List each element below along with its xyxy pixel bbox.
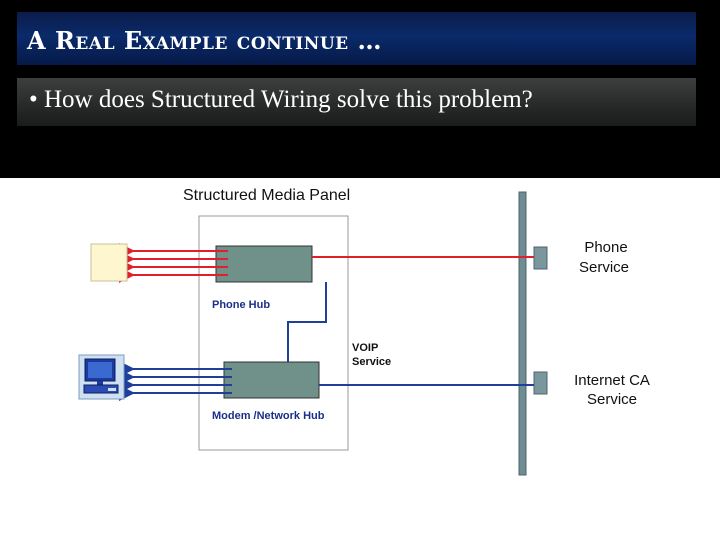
panel-label: Structured Media Panel [183,187,350,204]
bullet-bar: • How does Structured Wiring solve this … [17,78,696,126]
phone-connector [533,246,548,270]
voip-label-1: VOIP [352,342,378,354]
internet-service-label-1: Internet CA [574,372,650,389]
title-bar: A Real Example continue … [17,12,696,65]
modem-hub-label: Modem /Network Hub [212,410,325,422]
voip-link [287,282,327,362]
slide-title: A Real Example continue … [27,26,382,55]
bullet-text: • How does Structured Wiring solve this … [29,86,533,113]
backbone-bar [518,191,527,476]
phone-jack-icon [90,243,128,282]
phone-service-label-1: Phone [584,239,627,256]
modem-hub [223,361,320,399]
phone-hub [215,245,313,283]
internet-connector [533,371,548,395]
internet-service-label-2: Service [587,391,637,408]
phone-service-label-2: Service [579,259,629,276]
phone-hub-label: Phone Hub [212,299,270,311]
voip-label-2: Service [352,356,391,368]
computer-icon [78,354,125,400]
